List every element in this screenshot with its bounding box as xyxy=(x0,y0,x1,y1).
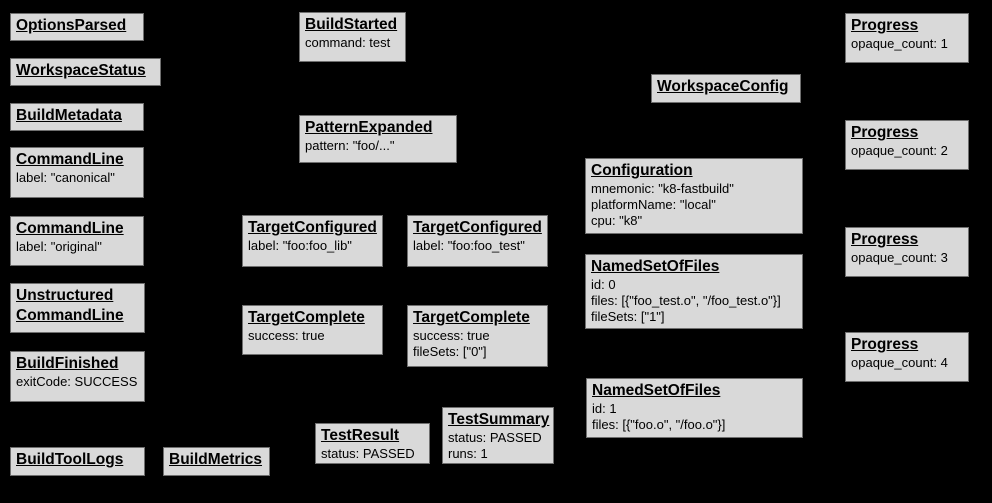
event-prop: status: PASSED xyxy=(448,430,542,445)
event-prop: command: test xyxy=(305,35,391,50)
event-box-progress-4: Progress opaque_count: 4 xyxy=(845,332,969,382)
event-box-named-set-of-files-0: NamedSetOfFiles id: 0 files: [{"foo_test… xyxy=(585,254,803,329)
event-prop: exitCode: SUCCESS xyxy=(16,374,138,389)
event-box-progress-2: Progress opaque_count: 2 xyxy=(845,120,969,170)
event-prop: opaque_count: 4 xyxy=(851,355,948,370)
event-title: TargetComplete xyxy=(248,309,365,326)
event-box-workspace-status: WorkspaceStatus xyxy=(10,58,161,86)
event-title: TestResult xyxy=(321,427,400,444)
event-box-build-metadata: BuildMetadata xyxy=(10,103,144,131)
event-prop: cpu: "k8" xyxy=(591,213,643,228)
event-box-configuration: Configuration mnemonic: "k8-fastbuild" p… xyxy=(585,158,803,234)
event-prop: success: true xyxy=(248,328,325,343)
event-box-command-line-original: CommandLine label: "original" xyxy=(10,216,144,266)
event-prop: platformName: "local" xyxy=(591,197,716,212)
event-prop: files: [{"foo_test.o", "/foo_test.o"}] xyxy=(591,293,781,308)
event-title: WorkspaceConfig xyxy=(657,78,789,95)
event-box-target-complete-test: TargetComplete success: true fileSets: [… xyxy=(407,305,548,367)
event-box-target-configured-foo-lib: TargetConfigured label: "foo:foo_lib" xyxy=(242,215,383,267)
event-title: BuildMetadata xyxy=(16,107,122,124)
event-title: Progress xyxy=(851,336,919,353)
event-prop: label: "foo:foo_test" xyxy=(413,238,525,253)
event-box-test-result: TestResult status: PASSED xyxy=(315,423,430,464)
event-box-build-tool-logs: BuildToolLogs xyxy=(10,447,145,476)
event-title: Progress xyxy=(851,231,919,248)
event-title: BuildToolLogs xyxy=(16,451,124,468)
event-title: BuildMetrics xyxy=(169,451,263,468)
event-box-unstructured-command-line: Unstructured CommandLine xyxy=(10,283,145,333)
event-box-progress-1: Progress opaque_count: 1 xyxy=(845,13,969,63)
event-box-options-parsed: OptionsParsed xyxy=(10,13,144,41)
event-prop: files: [{"foo.o", "/foo.o"}] xyxy=(592,417,726,432)
event-prop: label: "canonical" xyxy=(16,170,115,185)
event-prop: pattern: "foo/..." xyxy=(305,138,395,153)
event-title: Progress xyxy=(851,17,919,34)
event-title: OptionsParsed xyxy=(16,17,127,34)
event-title: PatternExpanded xyxy=(305,119,433,136)
event-box-target-complete-lib: TargetComplete success: true xyxy=(242,305,383,355)
event-title: TestSummary xyxy=(448,411,550,428)
event-prop: mnemonic: "k8-fastbuild" xyxy=(591,181,734,196)
event-title: TargetConfigured xyxy=(413,219,542,236)
event-title: TargetConfigured xyxy=(248,219,377,236)
event-prop: label: "foo:foo_lib" xyxy=(248,238,352,253)
event-prop: opaque_count: 1 xyxy=(851,36,948,51)
event-prop: fileSets: ["1"] xyxy=(591,309,665,324)
event-box-progress-3: Progress opaque_count: 3 xyxy=(845,227,969,277)
event-title: CommandLine xyxy=(16,151,124,168)
event-box-workspace-config: WorkspaceConfig xyxy=(651,74,801,103)
event-box-target-configured-foo-test: TargetConfigured label: "foo:foo_test" xyxy=(407,215,548,267)
event-box-build-metrics: BuildMetrics xyxy=(163,447,270,476)
event-prop: status: PASSED xyxy=(321,446,415,461)
event-prop: id: 1 xyxy=(592,401,617,416)
event-title: BuildFinished xyxy=(16,355,119,372)
event-prop: runs: 1 xyxy=(448,446,488,461)
event-title: NamedSetOfFiles xyxy=(592,382,721,399)
event-prop: fileSets: ["0"] xyxy=(413,344,487,359)
event-title: TargetComplete xyxy=(413,309,530,326)
event-box-test-summary: TestSummary status: PASSED runs: 1 xyxy=(442,407,554,464)
event-box-pattern-expanded: PatternExpanded pattern: "foo/..." xyxy=(299,115,457,163)
event-box-named-set-of-files-1: NamedSetOfFiles id: 1 files: [{"foo.o", … xyxy=(586,378,803,438)
event-prop: id: 0 xyxy=(591,277,616,292)
event-prop: success: true xyxy=(413,328,490,343)
event-title: Configuration xyxy=(591,162,693,179)
event-title: Progress xyxy=(851,124,919,141)
event-box-command-line-canonical: CommandLine label: "canonical" xyxy=(10,147,144,198)
event-prop: opaque_count: 2 xyxy=(851,143,948,158)
event-prop: opaque_count: 3 xyxy=(851,250,948,265)
event-box-build-finished: BuildFinished exitCode: SUCCESS xyxy=(10,351,145,402)
event-title: Unstructured CommandLine xyxy=(16,287,124,324)
event-prop: label: "original" xyxy=(16,239,102,254)
event-title: CommandLine xyxy=(16,220,124,237)
event-title: WorkspaceStatus xyxy=(16,62,146,79)
event-title: BuildStarted xyxy=(305,16,398,33)
event-box-build-started: BuildStarted command: test xyxy=(299,12,406,62)
event-title: NamedSetOfFiles xyxy=(591,258,720,275)
